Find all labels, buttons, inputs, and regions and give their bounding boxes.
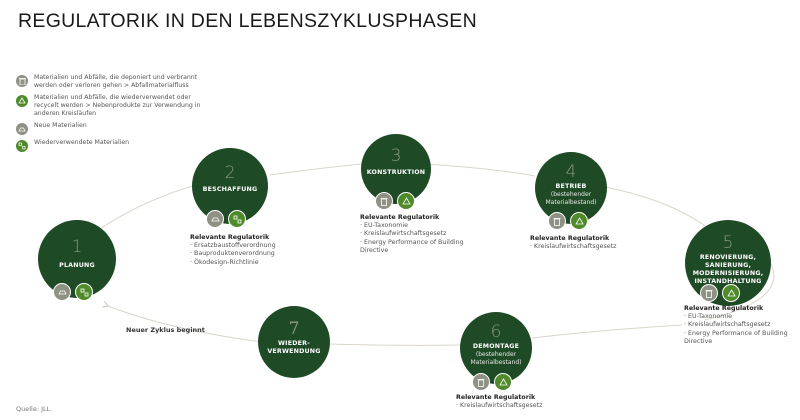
legend-text: Neue Materialien bbox=[34, 122, 87, 129]
regulation-heading: Relevante Regulatorik bbox=[456, 394, 536, 401]
phase-number: 2 bbox=[224, 163, 236, 183]
regulation-list-betrieb: Relevante Regulatorik · Kreislaufwirtsch… bbox=[530, 235, 616, 251]
reused-materials-icon bbox=[75, 283, 93, 301]
trash-icon bbox=[472, 373, 490, 391]
phase-label: KONSTRUKTION bbox=[366, 169, 426, 176]
legend-item-waste: Materialien und Abfälle, die deponiert u… bbox=[16, 74, 206, 90]
phase-icons bbox=[375, 192, 415, 210]
phase-label: PLANUNG bbox=[59, 262, 95, 269]
regulation-item: · Energy Performance of Building Directi… bbox=[684, 329, 788, 345]
phase-number: 5 bbox=[722, 233, 734, 253]
legend-item-reused-materials: Wiederverwendete Materialien bbox=[16, 139, 206, 152]
phase-icons bbox=[472, 373, 512, 391]
source-note: Quelle: JLL. bbox=[16, 405, 53, 413]
legend: Materialien und Abfälle, die deponiert u… bbox=[16, 74, 206, 156]
regulation-item: · Kreislaufwirtschaftsgesetz bbox=[684, 321, 771, 329]
phase-label: BESCHAFFUNG bbox=[202, 186, 258, 193]
phase-icons bbox=[206, 210, 246, 228]
phase-node-konstruktion: 3 KONSTRUKTION bbox=[361, 134, 431, 204]
recycle-icon bbox=[16, 95, 28, 107]
regulation-item: · Ökodesign-Richtlinie bbox=[190, 258, 259, 266]
phase-node-demontage: 6 DEMONTAGE (bestehender Materialbestand… bbox=[460, 312, 532, 384]
regulation-list-beschaffung: Relevante Regulatorik · Ersatzbaustoffve… bbox=[190, 234, 276, 267]
trash-icon bbox=[548, 212, 566, 230]
trash-icon bbox=[16, 75, 28, 87]
recycle-icon bbox=[397, 192, 415, 210]
recycle-icon bbox=[722, 284, 740, 302]
legend-text: Wiederverwendete Materialien bbox=[34, 139, 130, 146]
trash-icon bbox=[375, 192, 393, 210]
regulation-item: · Ersatzbaustoffverordnung bbox=[190, 242, 276, 250]
phase-label: WIEDER-VERWENDUNG bbox=[267, 340, 321, 355]
phase-number: 1 bbox=[71, 237, 83, 257]
new-materials-icon bbox=[16, 123, 28, 135]
phase-number: 3 bbox=[390, 146, 402, 166]
regulation-heading: Relevante Regulatorik bbox=[360, 214, 440, 221]
regulation-list-demontage: Relevante Regulatorik · Kreislaufwirtsch… bbox=[456, 394, 542, 410]
regulation-item: · EU-Taxonomie bbox=[684, 313, 732, 321]
phase-number: 6 bbox=[490, 322, 502, 342]
phase-icons bbox=[53, 283, 93, 301]
reused-materials-icon bbox=[228, 210, 246, 228]
phase-icons bbox=[548, 212, 588, 230]
phase-label: DEMONTAGE bbox=[472, 343, 520, 350]
phase-node-wiederverwendung: 7 WIEDER-VERWENDUNG bbox=[258, 306, 330, 378]
page-title: REGULATORIK IN DEN LEBENSZYKLUSPHASEN bbox=[18, 10, 477, 32]
phase-icons bbox=[700, 284, 740, 302]
reused-materials-icon bbox=[16, 140, 28, 152]
trash-icon bbox=[700, 284, 718, 302]
regulation-item: · EU-Taxonomie bbox=[360, 222, 408, 230]
new-materials-icon bbox=[206, 210, 224, 228]
phase-node-betrieb: 4 BETRIEB (bestehender Materialbestand) bbox=[535, 152, 607, 224]
regulation-item: · Energy Performance of Building Directi… bbox=[360, 238, 464, 254]
new-materials-icon bbox=[53, 283, 71, 301]
regulation-item: · Kreislaufwirtschaftsgesetz bbox=[530, 243, 617, 251]
regulation-item: · Bauproduktenverordnung bbox=[190, 250, 275, 258]
regulation-item: · Kreislaufwirtschaftsgesetz bbox=[360, 230, 447, 238]
recycle-icon bbox=[494, 373, 512, 391]
new-cycle-label: Neuer Zyklus beginnt bbox=[126, 326, 205, 334]
legend-item-recycle: Materialien und Abfälle, die wiederverwe… bbox=[16, 94, 206, 118]
phase-sublabel: (bestehender Materialbestand) bbox=[470, 351, 522, 366]
regulation-heading: Relevante Regulatorik bbox=[684, 305, 764, 312]
phase-number: 7 bbox=[288, 319, 300, 339]
regulation-list-renovierung: Relevante Regulatorik · EU-Taxonomie · K… bbox=[684, 305, 796, 346]
legend-text: Materialien und Abfälle, die wiederverwe… bbox=[34, 94, 201, 117]
regulation-heading: Relevante Regulatorik bbox=[190, 234, 270, 241]
legend-text: Materialien und Abfälle, die deponiert u… bbox=[34, 74, 198, 89]
phase-label: RENOVIERUNG, SANIERUNG, MODERNISIERUNG, … bbox=[692, 254, 764, 285]
regulation-heading: Relevante Regulatorik bbox=[530, 235, 610, 242]
regulation-list-konstruktion: Relevante Regulatorik · EU-Taxonomie · K… bbox=[360, 214, 470, 255]
phase-label: BETRIEB bbox=[555, 183, 587, 190]
legend-item-new-materials: Neue Materialien bbox=[16, 122, 206, 135]
phase-sublabel: (bestehender Materialbestand) bbox=[545, 191, 597, 206]
recycle-icon bbox=[570, 212, 588, 230]
phase-number: 4 bbox=[565, 162, 577, 182]
regulation-item: · Kreislaufwirtschaftsgesetz bbox=[456, 402, 543, 410]
